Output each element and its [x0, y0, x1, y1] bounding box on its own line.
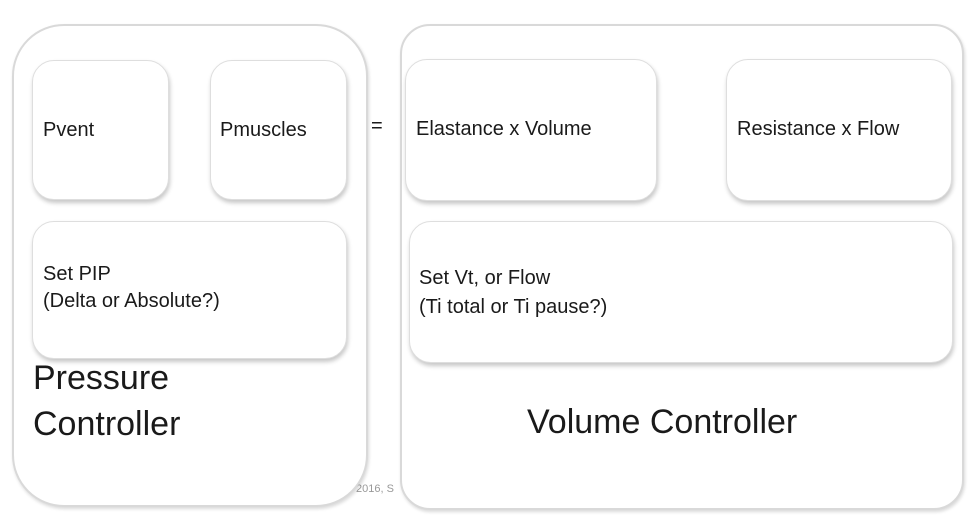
pressure-controller-title-1: Pressure [33, 359, 170, 397]
set-pip-box: Set PIP (Delta or Absolute?) [32, 221, 347, 359]
pvent-box: Pvent [32, 60, 169, 200]
pmuscles-label: Pmuscles [220, 119, 307, 141]
set-pip-question: (Delta or Absolute?) [43, 290, 220, 312]
set-vt-box: Set Vt, or Flow (Ti total or Ti pause?) [409, 221, 953, 363]
resistance-flow-box: Resistance x Flow [726, 59, 952, 201]
volume-controller-title: Volume Controller [527, 403, 798, 441]
pmuscles-box: Pmuscles [210, 60, 347, 200]
pressure-controller-title-2: Controller [33, 405, 181, 443]
set-pip-label: Set PIP [43, 263, 111, 285]
set-vt-label: Set Vt, or Flow [419, 267, 551, 289]
pvent-label: Pvent [43, 119, 95, 141]
elastance-volume-box: Elastance x Volume [405, 59, 657, 201]
equals-sign: = [371, 115, 383, 137]
elastance-volume-label: Elastance x Volume [416, 118, 592, 140]
resistance-flow-label: Resistance x Flow [737, 118, 900, 140]
copyright-text: 2016, S [356, 483, 394, 495]
set-vt-question: (Ti total or Ti pause?) [419, 296, 608, 318]
